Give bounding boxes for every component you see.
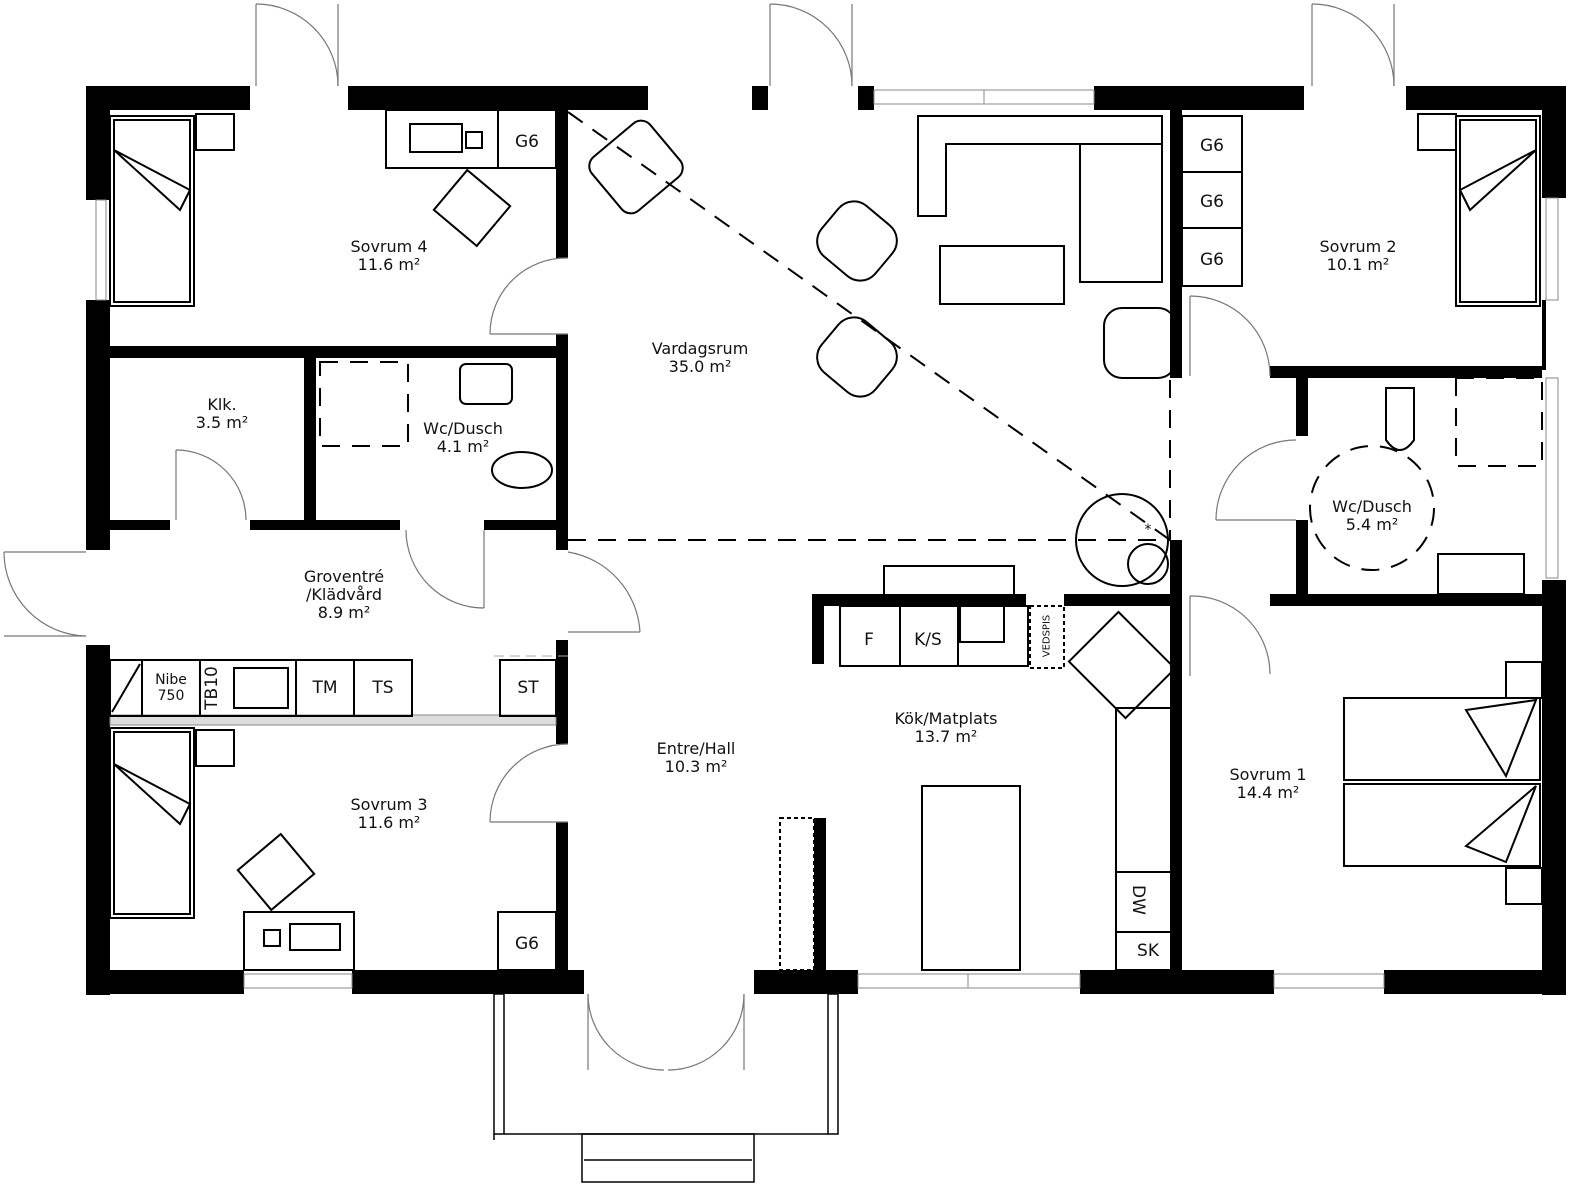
room-area: 3.5 m² [195, 413, 249, 432]
room-area: 14.4 m² [1236, 783, 1300, 802]
dishwasher-dw: DW [1128, 885, 1148, 915]
room-area: 13.7 m² [914, 727, 978, 746]
wardrobe-g6-sovrum2-a: G6 [1200, 136, 1224, 156]
room-name: Sovrum 2 [1319, 237, 1397, 256]
room-name: Vardagsrum [651, 339, 749, 358]
washing-machine-tm: TM [312, 678, 338, 698]
wardrobe-g6-sovrum3: G6 [515, 934, 539, 954]
cabinet-sk: SK [1137, 941, 1159, 961]
windows [95, 89, 1559, 989]
room-area: 10.3 m² [664, 757, 728, 776]
room-name: Entre/Hall [656, 739, 736, 758]
doors [3, 3, 1395, 1071]
room-name: Kök/Matplats [894, 709, 998, 728]
dryer-ts: TS [372, 678, 394, 698]
wardrobe-g6-sovrum4: G6 [515, 132, 539, 152]
dashed-boundaries [319, 111, 1543, 571]
storage-st: ST [517, 678, 539, 698]
room-name: Sovrum 4 [350, 237, 428, 256]
room-area: 35.0 m² [668, 357, 732, 376]
room-name: Wc/Dusch [423, 419, 503, 438]
room-name: Sovrum 1 [1229, 765, 1307, 784]
room-area: 11.6 m² [357, 255, 421, 274]
furniture [109, 109, 1543, 971]
room-area: 8.9 m² [317, 603, 371, 622]
room-area: 5.4 m² [1345, 515, 1399, 534]
fridge-freezer-ks: K/S [914, 630, 942, 650]
room-name: Sovrum 3 [350, 795, 428, 814]
entrance-porch [493, 993, 839, 1183]
wardrobe-g6-sovrum2-b: G6 [1200, 192, 1224, 212]
room-area: 10.1 m² [1326, 255, 1390, 274]
heat-pump-nibe: Nibe 750 [155, 672, 187, 704]
wardrobe-g6-sovrum2-c: G6 [1200, 250, 1224, 270]
room-name: Wc/Dusch [1332, 497, 1412, 516]
room-klk: Klk.3.5 m² [196, 396, 249, 432]
room-area: 4.1 m² [436, 437, 490, 456]
outer-walls [86, 86, 1566, 995]
room-name: Groventré /Klädvård [303, 567, 385, 604]
room-area: 11.6 m² [357, 813, 421, 832]
fridge-f: F [864, 630, 874, 650]
fireplace-mark: * [1144, 522, 1152, 538]
room-name: Klk. [207, 395, 237, 414]
tb10-unit: TB10 [202, 666, 222, 710]
wood-stove-vedspis: VEDSPIS [1041, 614, 1053, 658]
interior-walls [110, 110, 1542, 970]
